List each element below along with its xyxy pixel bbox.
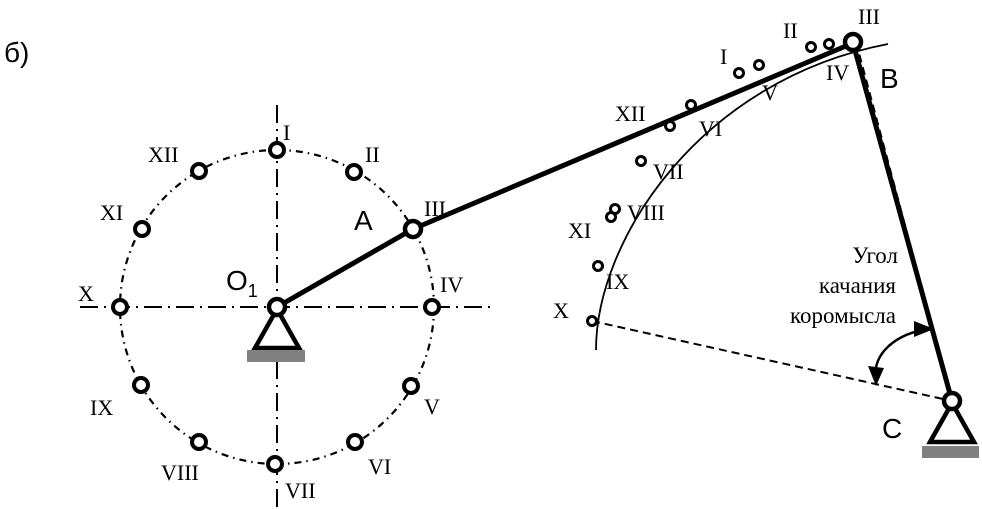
rocker-position-labels: I II III IV V VI VII VIII IX X XI XII [553, 4, 880, 323]
rocker-label-iii: III [858, 4, 880, 29]
crank-label-i: I [283, 120, 290, 145]
crank-label-iv: IV [440, 272, 463, 297]
joint-o1 [266, 296, 288, 318]
crank-marker-vii [266, 455, 284, 473]
coupler-link-a-b [412, 40, 854, 232]
swing-angle-arrow-lower [868, 366, 884, 386]
swing-angle-arc [874, 327, 931, 379]
rocker-label-iv: IV [826, 60, 849, 85]
crank-label-x: X [78, 281, 94, 306]
rocker-label-ii: II [783, 18, 798, 43]
rocker-path-arc [595, 43, 889, 351]
rocker-marker-vi [664, 120, 676, 132]
joint-a [402, 218, 424, 240]
joint-b [842, 31, 864, 53]
joint-c [941, 390, 963, 412]
rocker-label-xii: XII [615, 101, 646, 126]
crank-position-labels: I II III IV V VI VII VIII IX X XI XII [78, 120, 463, 503]
rocker-label-ix: IX [606, 269, 629, 294]
crank-label-v: V [424, 394, 440, 419]
crank-link-o1-a [275, 226, 415, 310]
rocker-label-viii: VIII [627, 200, 665, 225]
rocker-label-xi: XI [568, 218, 591, 243]
crank-label-xi: XI [100, 200, 123, 225]
rocker-label-vi: VI [699, 116, 722, 141]
pivot-o1-label: O1 [226, 265, 258, 301]
panel-label: б) [4, 37, 29, 68]
crank-label-iii: III [424, 196, 446, 221]
swing-angle-arrow-upper [914, 321, 934, 337]
joint-a-label: A [354, 205, 373, 236]
crank-position-markers [111, 141, 441, 473]
crank-label-ix: IX [90, 395, 113, 420]
rocker-position-markers [586, 38, 835, 327]
crank-label-xii: XII [148, 142, 179, 167]
crank-label-vii: VII [285, 478, 316, 503]
rocker-marker-iv [823, 38, 835, 50]
rocker-link-b-c [850, 42, 955, 402]
crank-marker-x [111, 298, 129, 316]
crank-marker-iv [423, 298, 441, 316]
crank-marker-ii [345, 163, 363, 181]
crank-marker-i [268, 141, 286, 159]
crank-label-ii: II [365, 142, 380, 167]
rocker-marker-vii [635, 155, 647, 167]
crank-marker-v [402, 377, 420, 395]
rocker-marker-v [753, 59, 765, 71]
rocker-label-v: V [762, 80, 778, 105]
joint-b-label: B [880, 63, 899, 94]
rocker-marker-ix [592, 260, 604, 272]
annotation-line-2: качания [819, 273, 897, 298]
crank-label-viii: VIII [161, 460, 199, 485]
rocker-marker-xi [605, 211, 617, 223]
rocker-label-vii: VII [653, 159, 684, 184]
rocker-label-i: I [720, 44, 727, 69]
crank-label-vi: VI [368, 454, 391, 479]
crank-marker-ix [132, 376, 150, 394]
rocker-marker-ii [805, 41, 817, 53]
joint-c-label: C [882, 413, 902, 444]
crank-marker-xi [133, 220, 151, 238]
rocker-label-x: X [553, 298, 569, 323]
rocker-marker-i [733, 67, 745, 79]
rocker-extreme-line-x [591, 320, 953, 402]
annotation-line-3: коромысла [790, 303, 896, 328]
support-c [922, 398, 979, 458]
rocker-marker-xii [685, 99, 697, 111]
swing-angle-annotation: Угол качания коромысла [790, 243, 898, 328]
crank-marker-xii [190, 162, 208, 180]
rocker-marker-x [586, 315, 598, 327]
annotation-line-1: Угол [852, 243, 898, 268]
crank-marker-viii [190, 433, 208, 451]
crank-marker-vi [346, 433, 364, 451]
support-o1 [247, 304, 305, 362]
